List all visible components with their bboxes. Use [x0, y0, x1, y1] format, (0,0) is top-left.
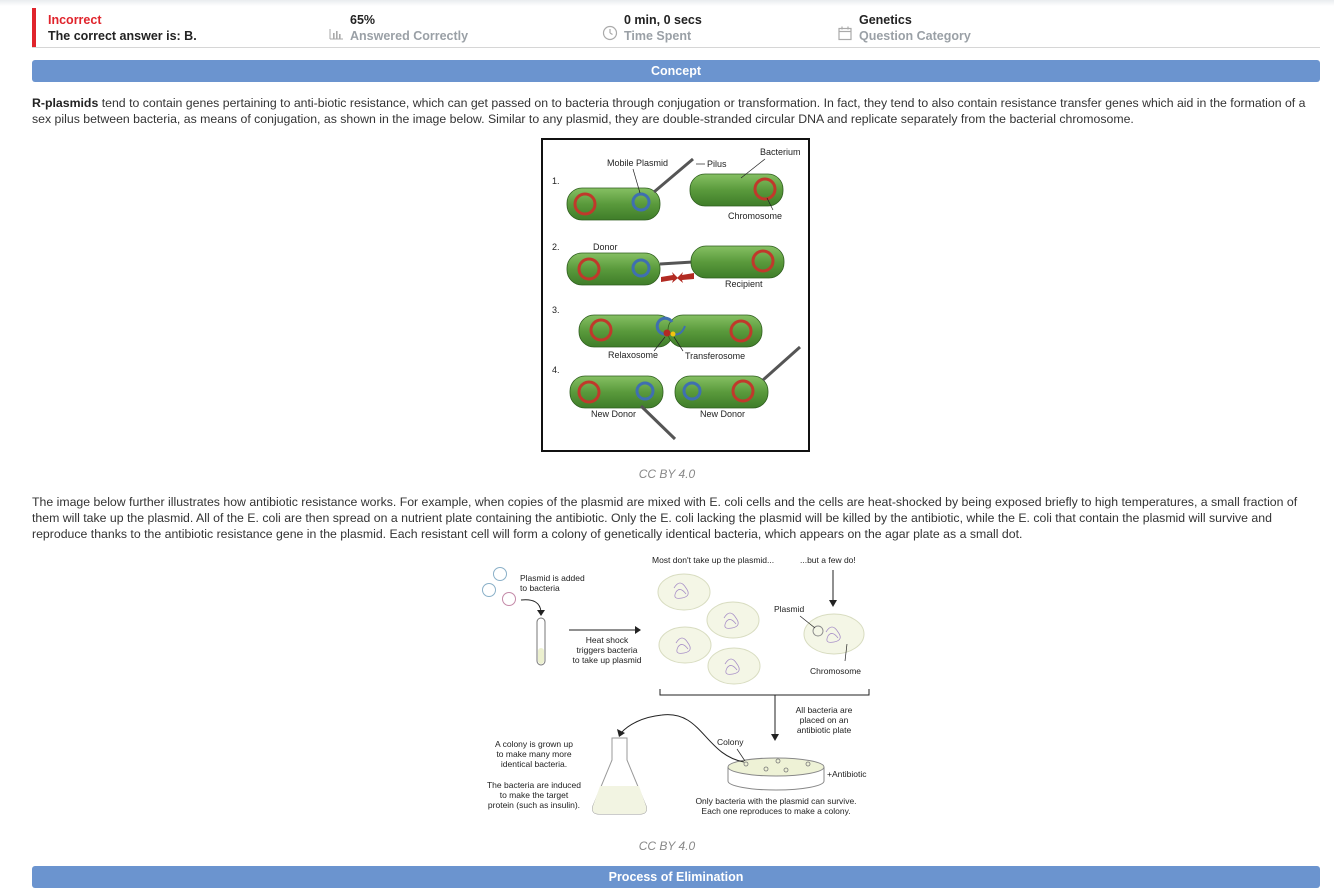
bacterium-cell	[708, 648, 760, 684]
concept-paragraph-2: The image below further illustrates how …	[32, 494, 1322, 542]
question-category-label: Question Category	[859, 28, 971, 44]
donor-label: Donor	[593, 242, 618, 252]
process-of-elimination-header[interactable]: Process of Elimination	[32, 866, 1320, 888]
chromosome-label: Chromosome	[728, 211, 782, 221]
plasmid-circle	[483, 584, 496, 597]
all-bacteria-line1: All bacteria are	[796, 705, 853, 715]
plasmid-label: Plasmid	[774, 604, 805, 614]
step-3-label: 3.	[552, 305, 560, 315]
bracket	[660, 689, 869, 695]
recipient-label: Recipient	[725, 279, 763, 289]
donor-bacterium	[567, 188, 660, 220]
all-bacteria-line3: antibiotic plate	[797, 725, 852, 735]
result-status-label: Incorrect	[48, 12, 197, 28]
colony-grown-line2: to make many more	[496, 749, 571, 759]
pilus-line	[660, 262, 693, 264]
question-category-stat: Genetics Question Category	[859, 12, 971, 44]
figure-1-caption: CC BY 4.0	[0, 467, 1334, 481]
plasmid-added-line2: to bacteria	[520, 583, 560, 593]
bar-chart-icon	[328, 25, 344, 41]
calendar-icon	[837, 25, 853, 41]
time-spent-value: 0 min, 0 secs	[624, 12, 702, 28]
induced-line3: protein (such as insulin).	[488, 800, 580, 810]
arrow-head	[537, 610, 545, 616]
pilus-label: Pilus	[707, 159, 727, 169]
top-shade	[0, 0, 1334, 6]
bacterium-cell	[707, 602, 759, 638]
heat-shock-line2: triggers bacteria	[577, 645, 638, 655]
percent-correct-label: Answered Correctly	[350, 28, 468, 44]
r-plasmids-term: R-plasmids	[32, 96, 98, 110]
transformation-diagram: Plasmid is added to bacteria Heat shock …	[470, 550, 890, 822]
plasmid-circle	[503, 593, 516, 606]
step-1-label: 1.	[552, 176, 560, 186]
tube-liquid	[538, 648, 544, 664]
clock-icon	[602, 25, 618, 41]
induced-line1: The bacteria are induced	[487, 780, 581, 790]
percent-correct-stat: 65% Answered Correctly	[350, 12, 468, 44]
step-2-label: 2.	[552, 242, 560, 252]
new-donor-label-a: New Donor	[591, 409, 636, 419]
heat-shock-line1: Heat shock	[586, 635, 629, 645]
chromosome-label: Chromosome	[810, 666, 861, 676]
donor-bacterium	[567, 253, 660, 285]
result-stats-bar: Incorrect The correct answer is: B. 65% …	[32, 8, 1320, 48]
percent-correct-value: 65%	[350, 12, 468, 28]
time-spent-label: Time Spent	[624, 28, 702, 44]
most-label: Most don't take up the plasmid...	[652, 555, 774, 565]
bacterium-label: Bacterium	[760, 147, 801, 157]
colony-grown-line1: A colony is grown up	[495, 739, 573, 749]
result-status: Incorrect The correct answer is: B.	[48, 12, 197, 44]
recipient-bacterium	[691, 246, 784, 278]
concept-section-header[interactable]: Concept	[32, 60, 1320, 82]
correct-answer-text: The correct answer is: B.	[48, 28, 197, 44]
induced-line2: to make the target	[500, 790, 569, 800]
question-category-value: Genetics	[859, 12, 971, 28]
incorrect-indicator-bar	[32, 8, 36, 47]
arrow-head	[771, 734, 779, 741]
plasmid-circle	[494, 568, 507, 581]
concept-paragraph-1: R-plasmids tend to contain genes pertain…	[32, 95, 1322, 127]
flask-liquid	[593, 786, 647, 814]
figure-2-caption: CC BY 4.0	[0, 839, 1334, 853]
all-bacteria-line2: placed on an	[800, 715, 849, 725]
transferosome-dot	[671, 332, 676, 337]
only-bacteria-line2: Each one reproduces to make a colony.	[701, 806, 850, 816]
time-spent-stat: 0 min, 0 secs Time Spent	[624, 12, 702, 44]
leader-line	[737, 749, 745, 761]
conjugation-diagram: 1. Mobile Plasmid Pilus Bacterium Chromo…	[541, 138, 811, 453]
antibiotic-label: +Antibiotic	[827, 769, 867, 779]
relaxosome-label: Relaxosome	[608, 350, 658, 360]
transferosome-label: Transferosome	[685, 351, 745, 361]
few-label: ...but a few do!	[800, 555, 856, 565]
colony-label: Colony	[717, 737, 744, 747]
only-bacteria-line1: Only bacteria with the plasmid can survi…	[695, 796, 856, 806]
relaxosome-dot	[664, 330, 671, 337]
plasmid-added-line1: Plasmid is added	[520, 573, 585, 583]
arrow-head	[829, 600, 837, 607]
colony-grown-line3: identical bacteria.	[501, 759, 567, 769]
heat-shock-line3: to take up plasmid	[573, 655, 642, 665]
arrow-head	[635, 626, 641, 634]
step-4-label: 4.	[552, 365, 560, 375]
mobile-plasmid-label: Mobile Plasmid	[607, 158, 668, 168]
bacterium-cell	[659, 627, 711, 663]
new-donor-bacterium	[570, 376, 663, 408]
concept-paragraph-1-text: tend to contain genes pertaining to anti…	[32, 96, 1305, 126]
new-donor-label-b: New Donor	[700, 409, 745, 419]
